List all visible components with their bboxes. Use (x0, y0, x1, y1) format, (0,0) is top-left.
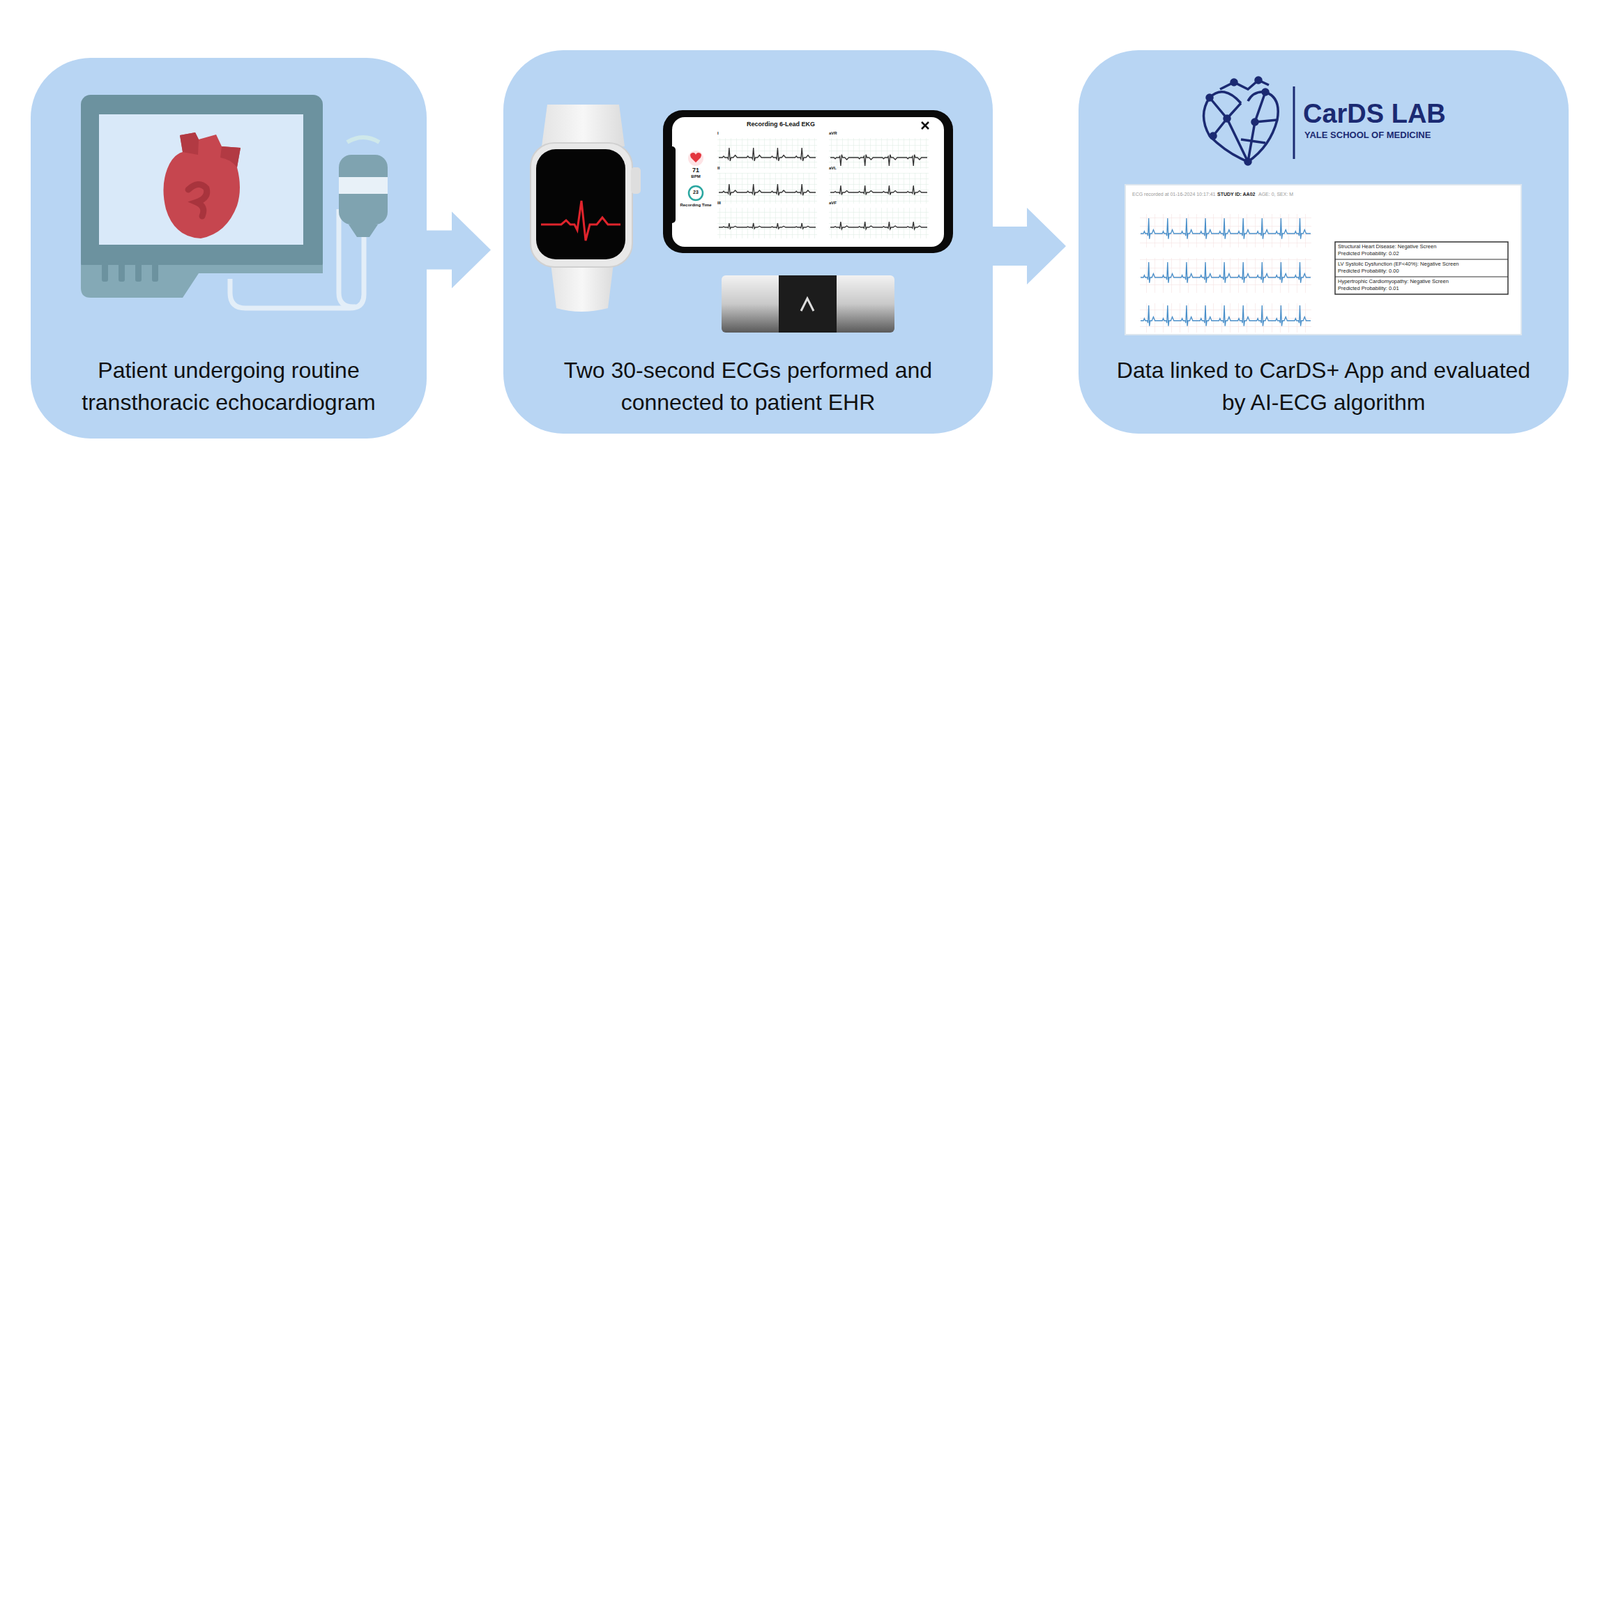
figure-label: Predicted Probability: 0.02 (1337, 250, 1400, 258)
figure-label: I (717, 131, 719, 136)
figure-label: CarDS LAB (1303, 98, 1446, 130)
figure-label: ECG recorded at 01-16-2024 10:17:41 (1132, 191, 1216, 198)
figure-label: aVF (828, 200, 837, 206)
figure-label: YALE SCHOOL OF MEDICINE (1304, 130, 1431, 141)
figure-label: BPM (690, 174, 700, 180)
step-caption: Data linked to CarDS+ App and evaluated … (1114, 354, 1534, 419)
figure-label: aVL (828, 165, 837, 171)
figure-label: AGE: 0, SEX: M (1258, 191, 1294, 198)
process-panel: Patient undergoing routine transthoracic… (30, 57, 427, 439)
figure-label: Hypertrophic Cardiomyopathy: Negative Sc… (1337, 278, 1449, 286)
figure-label: Recording Time (679, 202, 712, 208)
figure-label: LV Systolic Dysfunction (EF<40%): Negati… (1337, 261, 1459, 268)
figure-label: II (717, 165, 720, 171)
figure-label: III (717, 200, 721, 206)
process-panel: Two 30-second ECGs performed and connect… (503, 50, 993, 434)
figure-label: 71 (692, 166, 700, 174)
figure-label: 23 (692, 189, 699, 196)
step-caption: Patient undergoing routine transthoracic… (54, 354, 403, 419)
figure-label: Structural Heart Disease: Negative Scree… (1337, 244, 1437, 251)
figure-label: Predicted Probability: 0.01 (1337, 285, 1400, 293)
figure-label: Recording 6-Lead EKG (746, 120, 815, 128)
step-caption: Two 30-second ECGs performed and connect… (538, 354, 958, 419)
figure-label: Predicted Probability: 0.00 (1337, 268, 1400, 275)
figure-label: aVR (828, 131, 838, 136)
figure-label: STUDY ID: AA02 (1217, 191, 1255, 198)
